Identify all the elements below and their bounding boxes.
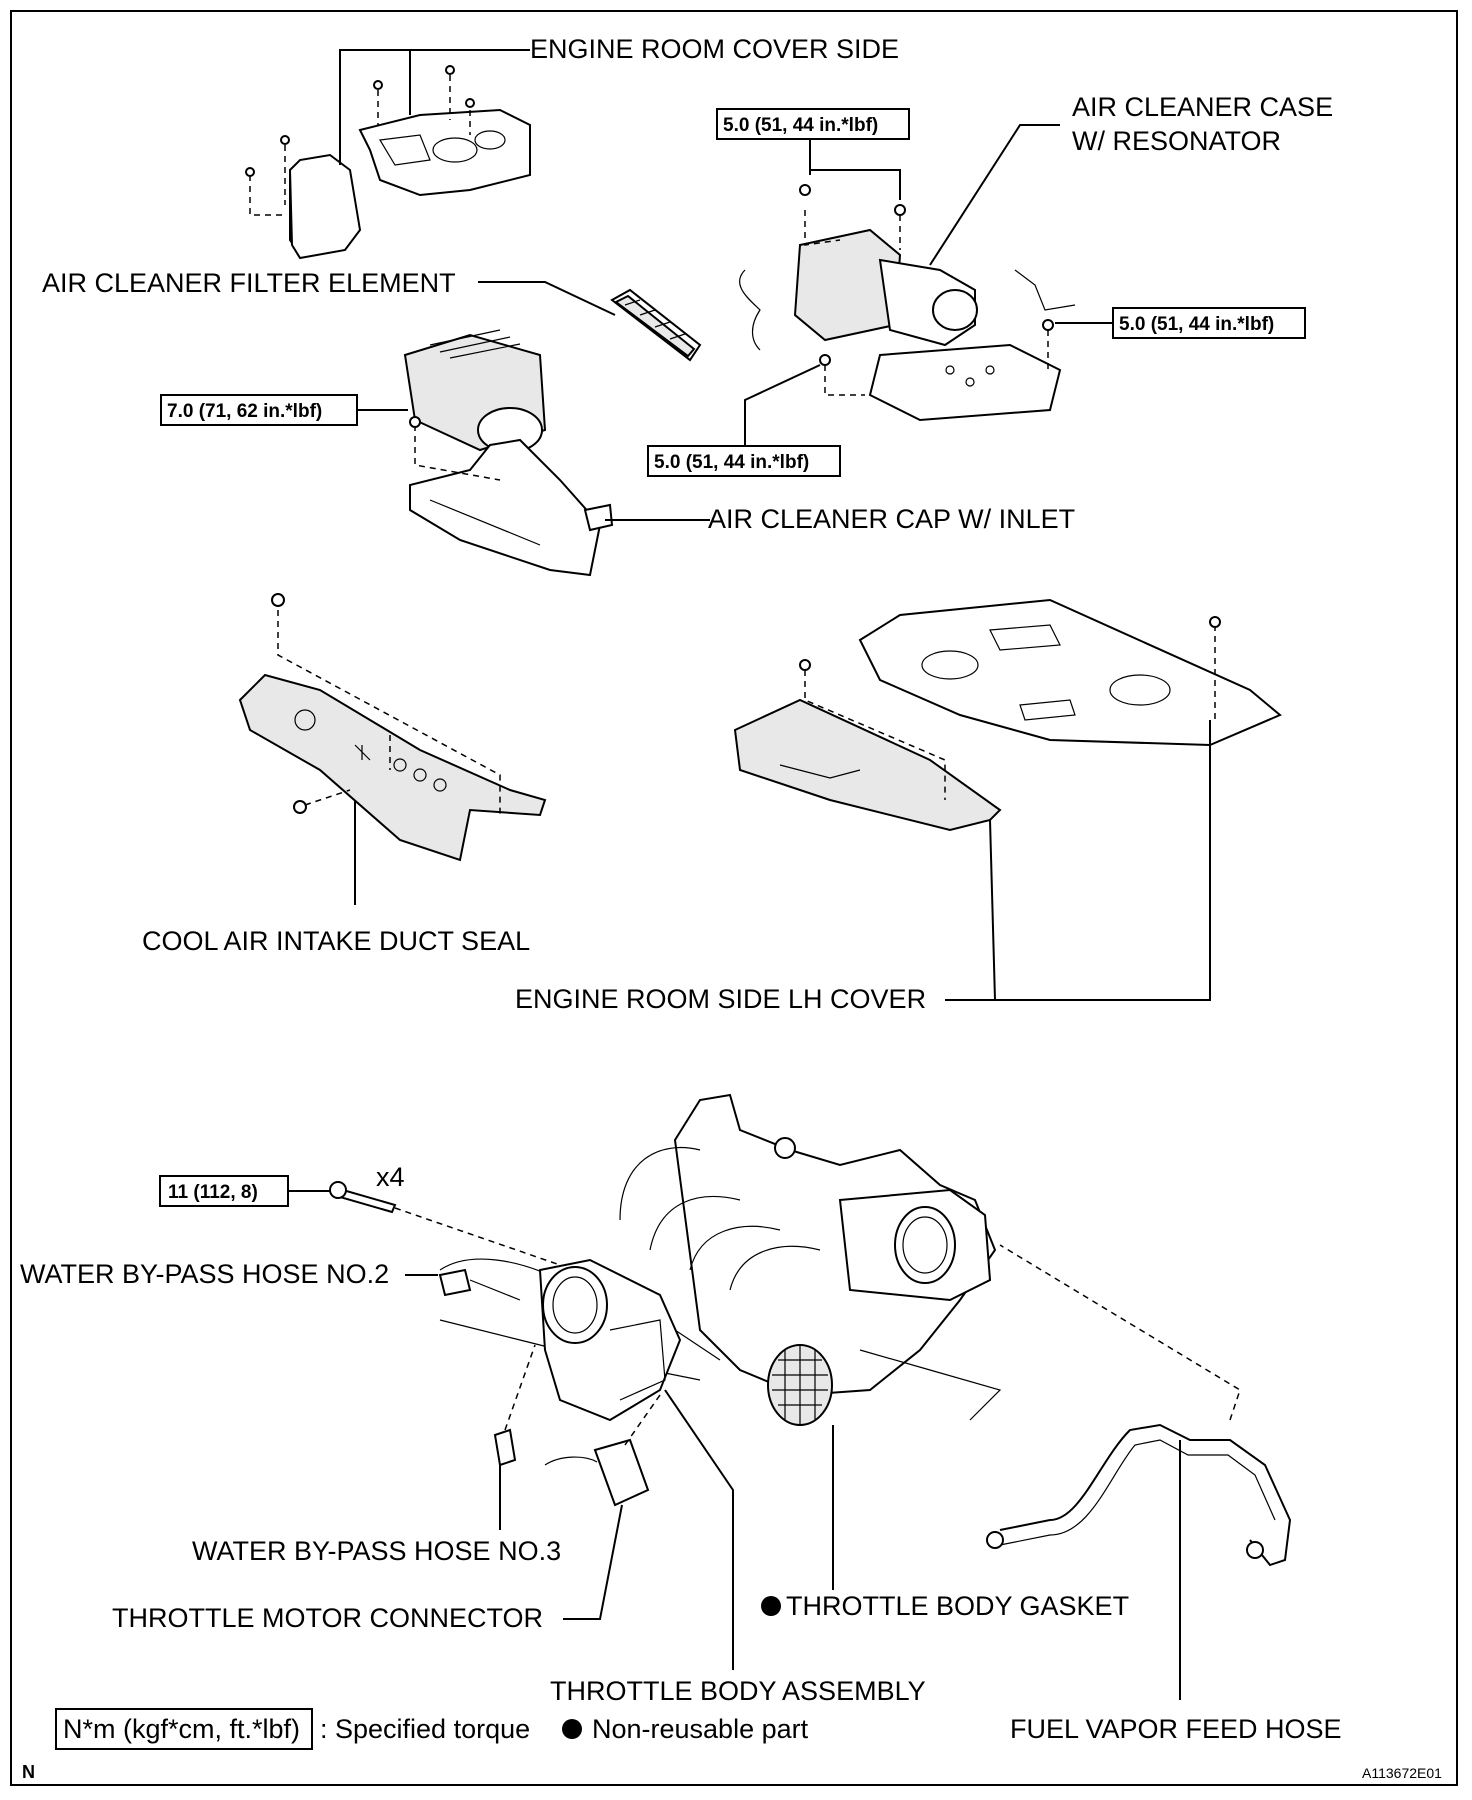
torque-box-case-bottom xyxy=(647,445,841,477)
torque-case-top: 5.0 (51, 44 in.*lbf) xyxy=(723,115,878,136)
legend-nonreusable-dot-icon xyxy=(562,1719,582,1739)
label-engine-room-cover-side: ENGINE ROOM COVER SIDE xyxy=(530,34,899,64)
figure-id: A113672E01 xyxy=(1362,1765,1442,1781)
torque-box-case-top xyxy=(716,108,910,140)
label-throttle-motor-connector: THROTTLE MOTOR CONNECTOR xyxy=(112,1603,543,1633)
north-marker: N xyxy=(22,1762,35,1782)
air-cleaner-case-part xyxy=(739,184,1076,422)
torque-box-case-right xyxy=(1112,307,1306,339)
air-cleaner-cap-part xyxy=(403,329,614,577)
label-water-bypass-hose-3: WATER BY-PASS HOSE NO.3 xyxy=(192,1536,561,1566)
water-bypass-hose-no2-part xyxy=(438,1268,521,1301)
engine-room-cover-side-part xyxy=(245,65,531,260)
label-cool-air-intake-duct-seal: COOL AIR INTAKE DUCT SEAL xyxy=(142,926,530,956)
legend-nonreusable-text: Non-reusable part xyxy=(592,1714,809,1744)
nonreusable-dot-icon xyxy=(761,1596,781,1616)
label-air-cleaner-case-2: W/ RESONATOR xyxy=(1072,126,1281,156)
legend-torque-box-text: N*m (kgf*cm, ft.*lbf) xyxy=(63,1714,300,1744)
torque-box-throttle-bolts xyxy=(159,1175,289,1207)
engine-room-side-lh-cover-part xyxy=(733,598,1282,832)
torque-box-cap xyxy=(160,394,358,426)
fuel-vapor-feed-hose-part xyxy=(986,1244,1292,1567)
torque-case-right: 5.0 (51, 44 in.*lbf) xyxy=(1119,314,1274,335)
air-cleaner-filter-element-part xyxy=(610,288,702,362)
label-engine-room-side-lh-cover: ENGINE ROOM SIDE LH COVER xyxy=(515,984,926,1014)
label-air-cleaner-cap: AIR CLEANER CAP W/ INLET xyxy=(708,504,1075,534)
diagram-frame xyxy=(10,10,1458,1786)
cool-air-intake-duct-seal-part xyxy=(238,593,547,862)
label-air-cleaner-case-1: AIR CLEANER CASE xyxy=(1072,92,1333,122)
water-bypass-hose-no3-part xyxy=(493,1344,536,1467)
torque-throttle-bolts: 11 (112, 8) xyxy=(168,1182,258,1203)
throttle-bolt-part xyxy=(329,1181,561,1266)
label-air-cleaner-filter-element: AIR CLEANER FILTER ELEMENT xyxy=(42,268,456,298)
torque-cap: 7.0 (71, 62 in.*lbf) xyxy=(167,401,322,422)
label-throttle-body-assembly: THROTTLE BODY ASSEMBLY xyxy=(550,1676,926,1706)
legend-torque-text: : Specified torque xyxy=(320,1714,530,1744)
label-water-bypass-hose-2: WATER BY-PASS HOSE NO.2 xyxy=(20,1259,389,1289)
label-x4: x4 xyxy=(376,1162,405,1192)
legend-torque-box xyxy=(55,1708,313,1750)
label-fuel-vapor-feed-hose: FUEL VAPOR FEED HOSE xyxy=(1010,1714,1342,1744)
throttle-motor-connector-part xyxy=(544,1394,661,1507)
throttle-body-assembly-part xyxy=(538,1258,682,1422)
throttle-body-gasket-part xyxy=(767,1344,833,1426)
torque-case-bottom: 5.0 (51, 44 in.*lbf) xyxy=(654,452,809,473)
label-throttle-body-gasket: THROTTLE BODY GASKET xyxy=(786,1591,1129,1621)
intake-manifold-part xyxy=(439,1093,1002,1421)
